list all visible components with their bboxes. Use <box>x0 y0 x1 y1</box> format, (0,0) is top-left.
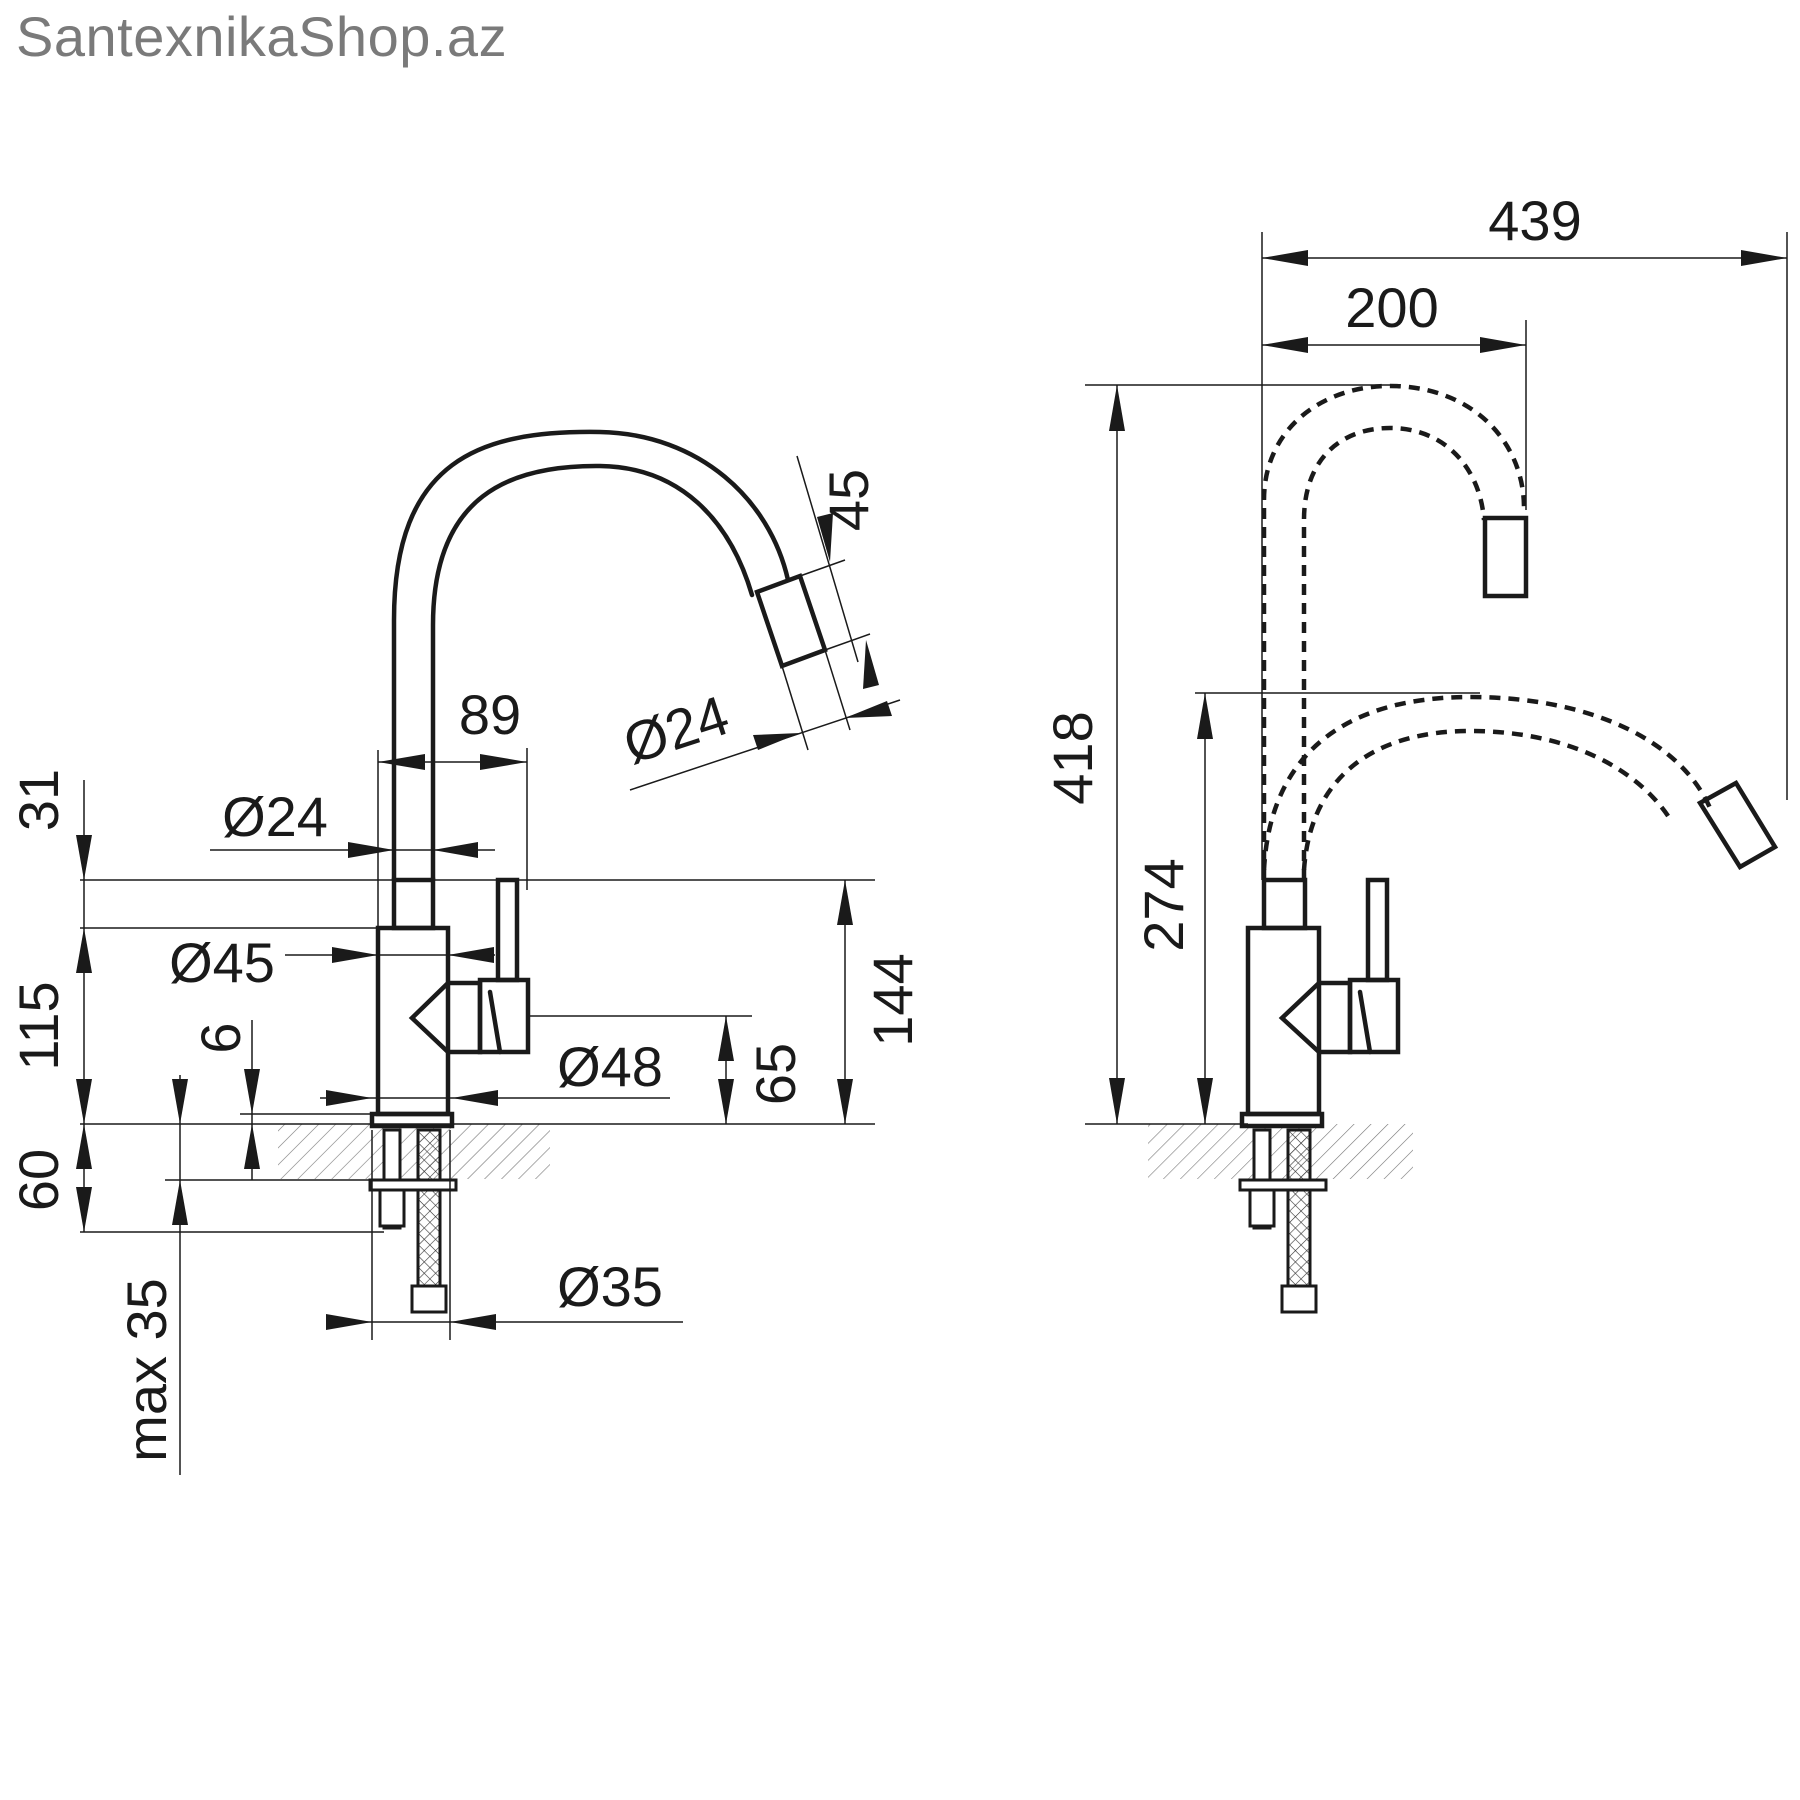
label-handle-height: 144 <box>861 953 924 1046</box>
label-rotated-height: 274 <box>1132 858 1195 951</box>
label-shank-diameter: Ø35 <box>557 1255 663 1318</box>
label-spout-tip-length: 45 <box>817 469 880 531</box>
watermark: SantexnikaShop.az <box>16 5 508 68</box>
dashed-spout-swung-inner <box>1301 728 1674 871</box>
label-lever-diameter: Ø48 <box>557 1035 663 1098</box>
dashed-spout-swung-outer <box>1261 694 1713 871</box>
label-spout-projection: 89 <box>459 683 521 746</box>
tip-swung <box>1696 779 1779 871</box>
label-body-diameter: Ø45 <box>169 931 275 994</box>
label-total-height: 418 <box>1041 711 1104 804</box>
countertop-right <box>1148 1124 1413 1179</box>
label-body-height: 115 <box>7 981 70 1070</box>
pipe <box>391 877 436 931</box>
handle-joint <box>408 980 483 1055</box>
rotation-view <box>1148 383 1779 1314</box>
label-base-plate: 6 <box>189 1022 252 1053</box>
base-plate <box>369 1111 455 1129</box>
countertop-left <box>278 1124 550 1179</box>
label-pipe-diameter: Ø24 <box>222 785 328 848</box>
label-tip-diameter: Ø24 <box>616 683 736 776</box>
label-overall-reach: 439 <box>1488 189 1581 252</box>
handle-stem <box>495 877 520 983</box>
hose <box>416 1128 442 1292</box>
label-counter-thickness: max 35 <box>115 1278 178 1462</box>
side-view-dimensions <box>76 455 901 1475</box>
dashed-spout-upright-outer <box>1261 383 1527 880</box>
handle-lever <box>477 977 531 1055</box>
label-lever-height: 65 <box>744 1043 807 1105</box>
spout-outer <box>391 429 791 883</box>
tip-upright <box>1482 515 1529 599</box>
spout-tip <box>754 573 828 669</box>
dashed-spout-upright-inner <box>1301 425 1487 880</box>
spout-inner <box>430 463 755 883</box>
label-spout-offset: 200 <box>1345 276 1438 339</box>
rotation-view-dimensions <box>1085 232 1788 1125</box>
label-mount-depth: 60 <box>7 1149 70 1211</box>
label-top-gap: 31 <box>7 769 70 831</box>
